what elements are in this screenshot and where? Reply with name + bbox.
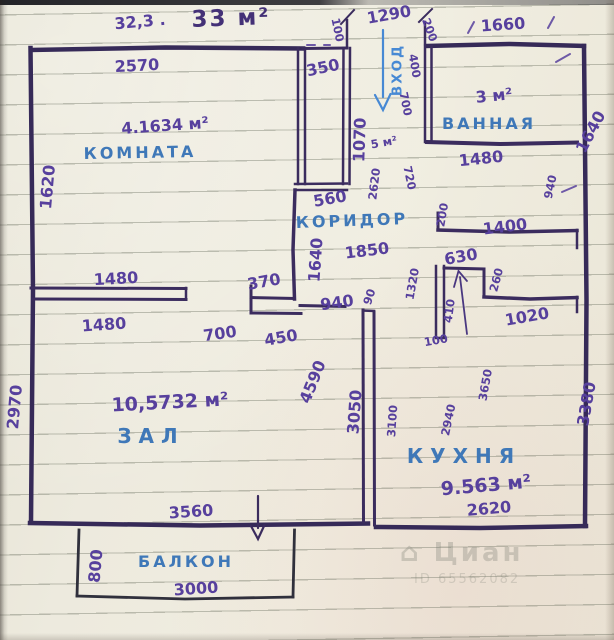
balcony-door-arrow-icon — [249, 494, 266, 542]
dim-entry-400: 400 — [405, 52, 424, 79]
wall-balcony — [75, 528, 296, 601]
room-label-komnata: КОМНАТА — [83, 142, 197, 163]
dim-zal-left-2970: 2970 — [3, 383, 26, 430]
dim-balcony-3000: 3000 — [173, 577, 219, 600]
room-label-zal: ЗАЛ — [117, 424, 185, 448]
room-label-koridor: КОРИДОР — [295, 209, 409, 232]
dim-bath-1480: 1480 — [457, 146, 505, 171]
kitchen-wall-arrow-icon — [453, 269, 468, 335]
dim-room-left-1620: 1620 — [36, 163, 59, 210]
dim-wardrobe-1480-top: 1480 — [93, 267, 139, 290]
dim-kitchen-2620: 2620 — [465, 497, 512, 520]
dim-zal-3560: 3560 — [168, 500, 214, 523]
dim-room-top-2570: 2570 — [114, 54, 160, 77]
dim-zal-700: 700 — [202, 321, 238, 346]
dim-corridor-1640: 1640 — [304, 237, 327, 283]
entrance-arrow-icon — [373, 28, 392, 113]
room-label-kuhnya: КУХНЯ — [406, 444, 522, 468]
dim-balcony-800: 800 — [84, 548, 107, 584]
dim-divider-3050: 3050 — [343, 389, 366, 435]
wall-interior — [29, 7, 580, 527]
room-label-vannaya: ВАННАЯ — [441, 114, 537, 133]
dim-corridor-940: 940 — [319, 290, 355, 315]
entry-label-vhod: ВХОД — [389, 43, 406, 97]
total-area-main: 33 м² — [191, 4, 271, 33]
dim-bath-top-1660: 1660 — [480, 13, 526, 36]
dim-entry-1070: 1070 — [349, 117, 370, 163]
total-area-small: 32,3 . — [113, 9, 167, 34]
dimension-ticks — [306, 16, 577, 193]
dim-wardrobe-1480-bottom: 1480 — [81, 313, 127, 336]
wall-outer — [27, 41, 589, 531]
area-vannaya: 3 м² — [474, 84, 514, 107]
dim-divider-3100: 3100 — [384, 404, 401, 438]
room-label-balkon: БАЛКОН — [138, 552, 234, 571]
